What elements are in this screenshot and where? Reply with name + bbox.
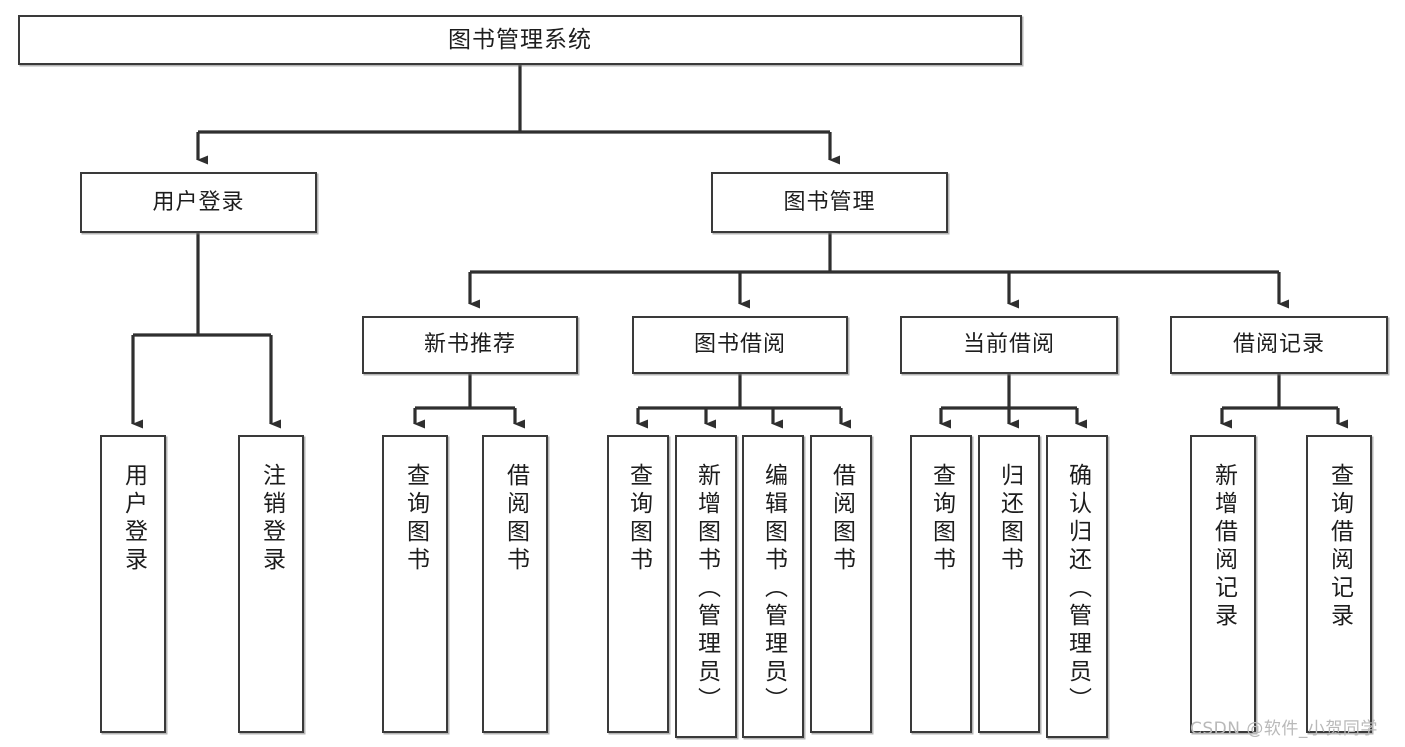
node-leaf-borrow-add-book[interactable]: 新增图书（管理员） [675,435,737,738]
node-leaf-borrow-borrow-book[interactable]: 借阅图书 [810,435,872,733]
node-leaf-logout[interactable]: 注销登录 [238,435,304,733]
node-leaf-borrow-query[interactable]: 查询图书 [607,435,669,733]
node-new-book-recommend-label: 新书推荐 [423,332,516,358]
node-leaf-current-confirm-return-label: 确认归还（管理员） [1064,463,1091,715]
node-user-login-label: 用户登录 [152,189,245,215]
node-leaf-newbook-query-label: 查询图书 [402,463,429,575]
node-leaf-records-query[interactable]: 查询借阅记录 [1306,435,1372,733]
node-leaf-records-query-label: 查询借阅记录 [1326,463,1353,631]
node-user-login[interactable]: 用户登录 [80,172,317,233]
node-leaf-borrow-edit-book[interactable]: 编辑图书（管理员） [742,435,804,738]
node-book-management-label: 图书管理 [783,189,876,215]
node-leaf-user-login-label: 用户登录 [120,463,147,575]
node-leaf-borrow-edit-book-label: 编辑图书（管理员） [760,463,787,715]
node-current-borrow-label: 当前借阅 [962,332,1055,358]
node-borrow-records[interactable]: 借阅记录 [1170,316,1388,374]
node-leaf-records-add-label: 新增借阅记录 [1210,463,1237,631]
node-leaf-borrow-query-label: 查询图书 [625,463,652,575]
node-leaf-current-confirm-return[interactable]: 确认归还（管理员） [1046,435,1108,738]
node-leaf-current-query[interactable]: 查询图书 [910,435,972,733]
node-book-borrow[interactable]: 图书借阅 [632,316,848,374]
node-leaf-newbook-borrow-label: 借阅图书 [502,463,529,575]
node-leaf-current-query-label: 查询图书 [928,463,955,575]
node-leaf-current-return-label: 归还图书 [996,463,1023,575]
node-leaf-borrow-add-book-label: 新增图书（管理员） [693,463,720,715]
node-new-book-recommend[interactable]: 新书推荐 [362,316,578,374]
node-leaf-borrow-borrow-book-label: 借阅图书 [828,463,855,575]
node-borrow-records-label: 借阅记录 [1232,332,1325,358]
node-current-borrow[interactable]: 当前借阅 [900,316,1118,374]
node-leaf-user-login[interactable]: 用户登录 [100,435,166,733]
node-root-system-label: 图书管理系统 [448,26,592,53]
node-root-system[interactable]: 图书管理系统 [18,15,1022,65]
node-book-borrow-label: 图书借阅 [693,332,786,358]
node-leaf-records-add[interactable]: 新增借阅记录 [1190,435,1256,733]
node-leaf-newbook-query[interactable]: 查询图书 [382,435,448,733]
node-leaf-logout-label: 注销登录 [258,463,285,575]
node-book-management[interactable]: 图书管理 [711,172,948,233]
node-leaf-newbook-borrow[interactable]: 借阅图书 [482,435,548,733]
csdn-watermark: CSDN @软件_小贺同学 [1190,719,1378,739]
node-leaf-current-return[interactable]: 归还图书 [978,435,1040,733]
